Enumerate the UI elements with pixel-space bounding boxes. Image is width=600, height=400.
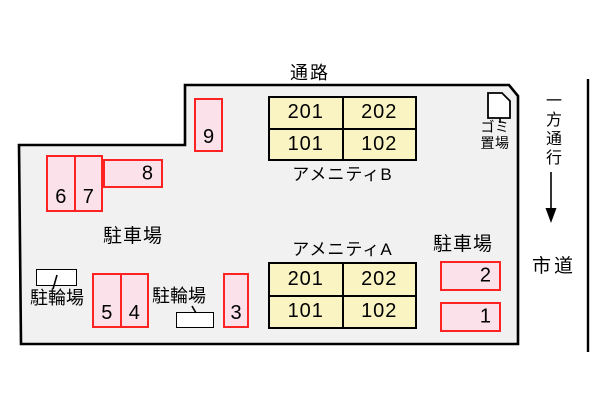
space-number: 8 — [141, 162, 153, 184]
room-cell: 202 — [343, 264, 415, 295]
building-a-name: アメニティA — [292, 240, 393, 259]
parking-space-pair-6-7: 6 7 — [46, 155, 103, 212]
bicycle-rack-box-1 — [36, 269, 77, 286]
parking-space-1: 1 — [440, 302, 501, 332]
room-cell: 201 — [270, 264, 342, 295]
parking-space-9: 9 — [194, 98, 223, 152]
parking-space-4: 4 — [119, 275, 148, 326]
parking-space-5: 5 — [94, 275, 120, 326]
parking-space-pair-5-4: 5 4 — [92, 273, 149, 328]
bicycle-rack-box-2 — [176, 312, 214, 328]
parking-space-6: 6 — [48, 157, 74, 210]
space-number: 1 — [479, 305, 491, 328]
parking-lot-label-left: 駐車場 — [102, 226, 163, 247]
city-road-label: 市道 — [532, 256, 577, 277]
one-way-label: 一方通行 — [543, 92, 560, 168]
building-b-table: 201 202 101 102 — [268, 96, 417, 161]
room-cell: 201 — [270, 98, 342, 128]
room-cell: 102 — [343, 296, 415, 327]
garbage-area-label: ゴミ 置場 — [475, 119, 515, 151]
garbage-area-icon — [487, 92, 511, 119]
building-b-name: アメニティB — [292, 165, 393, 184]
space-number: 9 — [202, 126, 215, 148]
parking-space-3: 3 — [223, 273, 249, 328]
space-number: 3 — [230, 302, 242, 324]
room-cell: 102 — [343, 129, 415, 159]
room-cell: 101 — [270, 129, 342, 159]
space-number: 6 — [55, 186, 67, 208]
parking-space-7: 7 — [73, 157, 102, 210]
bicycle-parking-label-2: 駐輪場 — [152, 286, 206, 306]
parking-space-2: 2 — [440, 261, 501, 291]
room-cell: 101 — [270, 296, 342, 327]
room-cell: 202 — [343, 98, 415, 128]
parking-space-8: 8 — [103, 159, 163, 188]
passage-label: 通路 — [290, 63, 330, 83]
space-number: 2 — [479, 264, 491, 287]
garbage-label-line2: 置場 — [480, 135, 510, 151]
space-number: 5 — [101, 302, 113, 324]
space-number: 7 — [82, 186, 94, 208]
space-number: 4 — [128, 302, 140, 324]
building-a-table: 201 202 101 102 — [268, 262, 417, 329]
parking-lot-label-right: 駐車場 — [432, 234, 493, 255]
bicycle-parking-label-1: 駐輪場 — [30, 288, 84, 308]
garbage-label-line1: ゴミ — [480, 119, 510, 135]
